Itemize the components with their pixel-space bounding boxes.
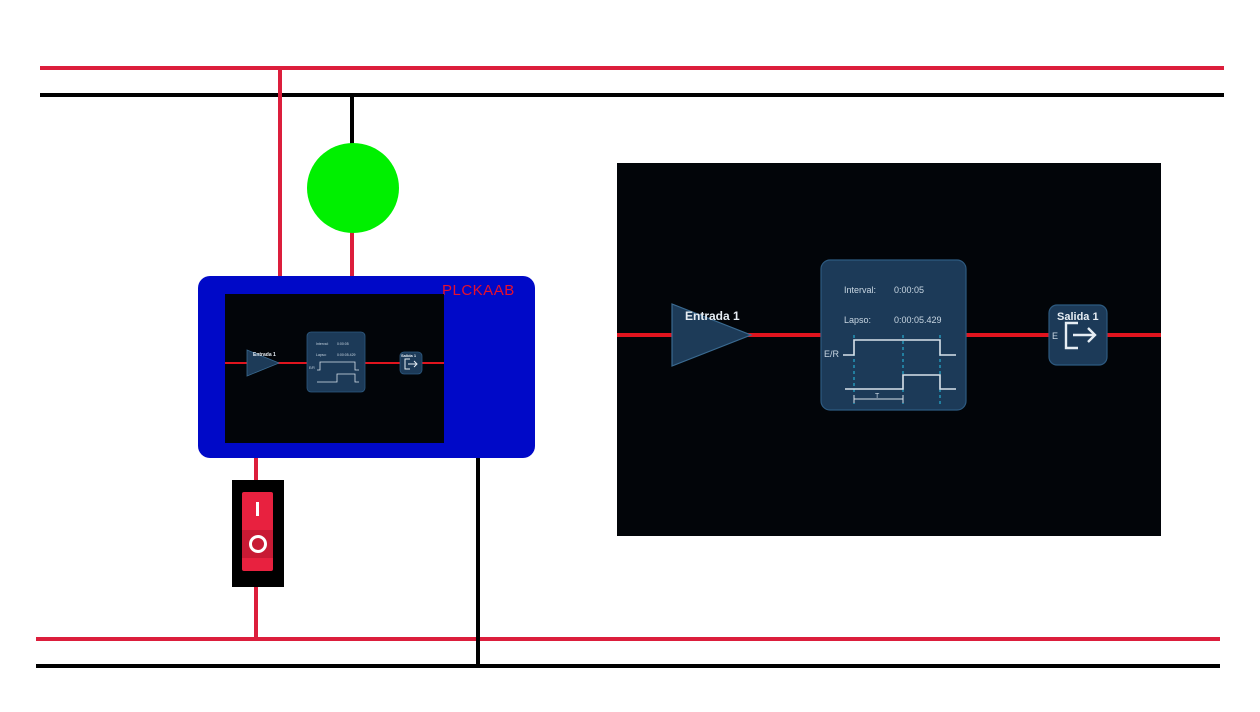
mini-input-triangle [246,349,281,377]
mini-signal-tag: E/R [309,366,315,370]
switch-off-symbol [249,535,267,553]
bottom-phase-rail [36,637,1220,641]
mini-interval-value: 0:00:05 [337,342,349,346]
mini-input-waveform [317,361,359,371]
signal-tag: E/R [824,349,840,359]
plc-supply-wire [278,68,282,278]
plc-mini-screen[interactable]: Entrada 1 Interval: 0:00:05 Lapso: 0:00:… [225,294,444,443]
elapsed-label: Lapso: [844,315,871,325]
top-phase-rail [40,66,1224,70]
input-label: Entrada 1 [685,309,740,323]
top-neutral-rail [40,93,1224,97]
input-triangle[interactable] [671,303,753,367]
timer-panel[interactable] [820,259,967,411]
switch-input-wire-top [254,456,258,482]
mini-elapsed-value: 0:00:05.429 [337,353,356,357]
elapsed-value: 0:00:05.429 [894,315,942,325]
output-tag: E [1052,331,1058,341]
output-label: Salida 1 [1057,311,1099,323]
mini-output-waveform [317,373,359,383]
lamp-output-wire [350,231,354,278]
plc-label: PLCKAAB [442,282,515,299]
mini-output-label: Salida 1 [401,353,417,358]
mini-elapsed-label: Lapso: [316,353,327,357]
period-label: T [875,393,880,400]
bottom-neutral-rail [36,664,1220,668]
interval-value: 0:00:05 [894,285,924,295]
switch-input-wire-bottom [254,585,258,639]
mini-exit-icon [404,358,418,370]
plc-neutral-wire [476,456,480,666]
switch-on-symbol [256,502,259,516]
mini-interval-label: Interval: [316,342,328,346]
pilot-lamp [307,143,399,233]
lamp-neutral-wire [350,95,354,145]
interval-label: Interval: [844,285,876,295]
output-waveform [845,374,956,390]
hmi-screen[interactable]: Entrada 1 Interval: 0:00:05 Lapso: 0:00:… [617,163,1161,536]
exit-icon [1064,321,1097,350]
input-waveform [843,339,956,356]
mini-input-label: Entrada 1 [253,352,276,358]
period-dimension [853,395,904,403]
